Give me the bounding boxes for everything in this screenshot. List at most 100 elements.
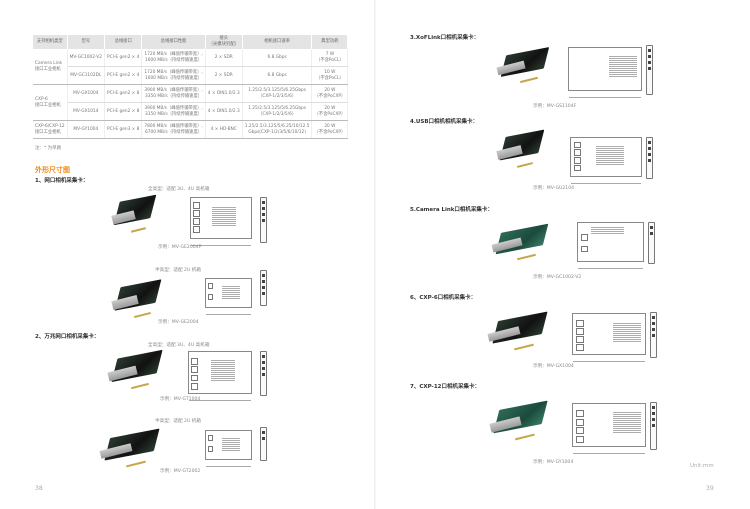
cell-camera-type: Camera Link 接口工业相机 (33, 49, 68, 85)
bracket-drawing (260, 197, 267, 243)
section-title: 外形尺寸图 (35, 166, 70, 174)
cell-rate: 1.25/2.5/3.125/5/6.25Gbps （CXP-1/2/3/5/6… (242, 84, 313, 103)
cell-conn: 2 × SDR (205, 49, 243, 67)
caption-example: 示例：MV-GY1004 (533, 460, 574, 465)
cell-bus: PCI-E gen2 × 8 (104, 102, 143, 121)
caption-half-height: 半高型：适配 2U 机箱 (155, 419, 201, 424)
card-photo-gt1004 (107, 350, 162, 391)
bracket-drawing (646, 137, 653, 179)
cell-perf: 3900 MB/s（峰值传输带宽）, 3350 MB/s（持续传输速度） (141, 102, 206, 121)
caption-example: 示例：MV-GT2002 (160, 469, 201, 474)
card-photo-gy1004 (489, 400, 548, 442)
bracket-drawing (260, 270, 267, 306)
cell-power: 20 W （不含PoCXP） (311, 84, 349, 103)
heading-gige-card: 1、网口相机采集卡： (35, 178, 89, 184)
bracket-drawing (650, 312, 657, 358)
dimension-drawing-gt1004 (188, 351, 252, 401)
caption-full-height: 全高型：适配 3U、4U 高机箱 (148, 343, 210, 348)
caption-example: 示例：MV-GT1004 (160, 397, 201, 402)
dimension-drawing-ge2004 (205, 278, 252, 315)
dimension-drawing-gy1004 (572, 403, 646, 454)
cell-power: 10 W （不含PoCL） (311, 66, 349, 85)
card-photo-gt2002 (99, 428, 160, 468)
column-header: 支持相机类型 (33, 35, 68, 49)
cell-model: MV-GC1102DL (67, 66, 105, 85)
caption-example: 示例：MV-GE2004P (158, 245, 202, 250)
heading-xoflink-card: 3.XoFLink口相机采集卡： (410, 35, 480, 41)
card-photo-gx1004 (487, 311, 548, 351)
cell-perf: 3900 MB/s（峰值传输带宽）, 3350 MB/s（持续传输速度） (141, 84, 206, 103)
dimension-drawing-gx1004 (572, 313, 646, 362)
caption-full-height: 全高型：适配 3U、4U 高机箱 (148, 187, 210, 192)
cell-rate: 1.25/2.5/3.125/5/6.25/10/12.5 Gbps(CXP-1… (242, 120, 313, 139)
cell-rate: 6.8 Gbps (242, 66, 313, 85)
heading-cxp12-card: 7、CXP-12口相机采集卡： (410, 384, 480, 390)
dimension-drawing-gc1002 (577, 222, 644, 269)
cell-model: MV-GX1014 (67, 102, 105, 121)
page-number-right: 39 (706, 485, 714, 492)
card-photo-gc1002 (491, 223, 549, 261)
dimension-drawing-gs1104f (568, 47, 642, 98)
bracket-drawing (648, 222, 655, 264)
dimension-drawing-ge2004p (190, 197, 252, 246)
dimension-drawing-gt2002 (205, 430, 252, 467)
cell-power: 7 W （不含PoCL） (311, 49, 349, 67)
caption-example: 示例：MV-GX1004 (533, 364, 574, 369)
caption-example: 示例：MV-GS1104F (533, 104, 577, 109)
column-header: 典型功耗 (311, 35, 349, 49)
right-page (375, 0, 750, 509)
page-number-left: 38 (35, 485, 43, 492)
table-header-row: 支持相机类型型号总线接口总线接口性能接头 （光模块另配）相机接口速率典型功耗 (33, 35, 349, 49)
unit-label: Unit:mm (690, 463, 714, 469)
cell-perf: 1720 MB/s（峰值传输带宽）, 1600 MB/s（持续传输速度） (141, 49, 206, 67)
cell-conn: 4 × DIN1.0/2.3 (205, 102, 243, 121)
caption-example: 示例：MV-GE2004 (158, 320, 199, 325)
heading-10g-card: 2、万兆网口相机采集卡： (35, 334, 100, 340)
cell-camera-type: CXP-6 接口工业相机 (33, 84, 68, 121)
page-gutter (374, 0, 376, 509)
cell-power: 20 W （不含PoCXP） (311, 120, 349, 139)
spec-table: 支持相机类型型号总线接口总线接口性能接头 （光模块另配）相机接口速率典型功耗 C… (33, 35, 349, 139)
cell-perf: 1720 MB/s（峰值传输带宽）, 1600 MB/s（持续传输速度） (141, 66, 206, 85)
column-header: 总线接口性能 (141, 35, 206, 49)
column-header: 相机接口速率 (242, 35, 313, 49)
cell-model: MV-GC1002-V2 (67, 49, 105, 67)
bracket-drawing (260, 427, 267, 461)
cell-perf: 7800 MB/s（峰值传输带宽）, 6700 MB/s（持续传输速度） (141, 120, 206, 139)
caption-example: 示例：MV-GC1002-V2 (533, 275, 582, 280)
caption-example: 示例：MV-GU2104 (533, 186, 575, 191)
dimension-drawing-gu2104 (570, 137, 642, 184)
column-header: 接头 （光模块另配） (205, 35, 243, 49)
cell-bus: PCI-E gen2 × 4 (104, 49, 143, 67)
card-photo-ge2004p (111, 194, 157, 235)
bracket-drawing (260, 351, 267, 396)
table-note: 注：* 为单路 (35, 146, 62, 151)
caption-half-height: 半高型：适配 2U 机箱 (155, 268, 201, 273)
card-photo-ge2004 (111, 279, 162, 320)
heading-cameralink-card: 5.Camera Link口相机采集卡： (410, 207, 493, 213)
cell-rate: 6.8 Gbps (242, 49, 313, 67)
cell-model: MV-GX1004 (67, 84, 105, 103)
column-header: 总线接口 (104, 35, 143, 49)
cell-bus: PCI-E gen2 × 4 (104, 66, 143, 85)
heading-usb-card: 4.USB口相机相机采集卡： (410, 119, 479, 125)
cell-bus: PCI-E gen2 × 8 (104, 84, 143, 103)
cell-model: MV-GY1004 (67, 120, 105, 139)
cell-camera-type: CXP-6/CXP-12 接口工业相机 (33, 120, 68, 139)
cell-rate: 1.25/2.5/3.125/5/6.25Gbps （CXP-1/2/3/5/6… (242, 102, 313, 121)
cell-conn: 4 × DIN1.0/2.3 (205, 84, 243, 103)
card-photo-gu2104 (496, 129, 545, 170)
cell-power: 20 W （不含PoCXP） (311, 102, 349, 121)
bracket-drawing (650, 402, 657, 450)
bracket-drawing (646, 45, 653, 95)
column-header: 型号 (67, 35, 105, 49)
card-photo-gs1104f (496, 46, 549, 84)
cell-bus: PCI-E gen3 × 8 (104, 120, 143, 139)
cell-conn: 4 × HD-BNC (205, 120, 243, 139)
heading-cxp6-card: 6、CXP-6口相机采集卡： (410, 295, 477, 301)
